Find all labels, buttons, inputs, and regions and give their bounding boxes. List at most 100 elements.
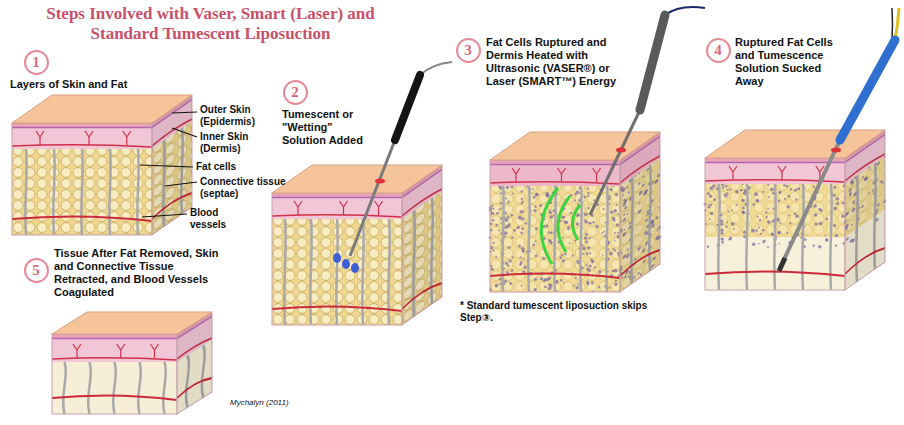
ruptured-fat-dot [584,236,588,240]
ruptured-fat-dot [751,229,755,233]
ruptured-fat-dot [544,278,547,281]
cannula-tip [779,258,785,271]
ruptured-fat-dot [756,199,760,203]
layer-label: Blood vessels [190,207,238,231]
ruptured-fat-dot [786,232,788,234]
ruptured-fat-dot [508,246,511,249]
layer-label: Connective tissue (septae) [200,176,288,200]
ruptured-fat-dot [583,219,585,221]
ruptured-fat-dot [770,188,774,192]
suction-cable [891,8,893,40]
blood-vessel [705,180,845,182]
dermis-layer [12,123,152,149]
ruptured-fat-dot [609,203,611,205]
ruptured-fat-dot [771,233,773,235]
ruptured-fat-dot [594,266,596,268]
heated-dermis [490,165,620,186]
ruptured-fat-dot [742,211,745,214]
ruptured-fat-dot [500,192,502,194]
ruptured-fat-dot [561,254,563,256]
ruptured-fat-dot [814,213,818,217]
ruptured-fat-dot [575,277,577,279]
ruptured-fat-dot [548,283,551,286]
ruptured-fat-dot [836,202,839,205]
ruptured-fat-dot [521,201,524,204]
leader-line [142,214,187,217]
ruptured-fat-dot [736,204,738,206]
blood-vessel [12,145,152,147]
ruptured-fat-dot [586,281,589,284]
fat-cells [272,219,402,325]
ruptured-fat-dot [560,220,562,222]
ruptured-fat-dot [767,220,771,224]
ruptured-fat-dot [616,223,619,226]
layer-label: Inner Skin (Dermis) [200,131,270,155]
septa-line [528,186,529,292]
ruptured-fat-dot [523,258,525,260]
ruptured-fat-dot [498,209,500,211]
ruptured-fat-dot [553,215,555,217]
ruptured-fat-dot [569,242,571,244]
probe-cable [665,7,705,15]
ruptured-fat-dot [777,231,780,234]
ruptured-fat-dot [833,207,837,211]
capillary [117,344,125,358]
ruptured-fat-dot [525,222,527,224]
ruptured-fat-dot [727,222,729,224]
ruptured-fat-dot [601,232,603,234]
ruptured-fat-dot [520,232,523,235]
ruptured-fat-dot [491,268,494,271]
callout-number: 4 [714,43,722,58]
skin-surface [490,132,660,160]
step-circle: 4 [706,38,731,63]
suction-handle [840,40,895,140]
ruptured-fat-dot [591,260,595,264]
ruptured-fat-dot [722,186,725,189]
ruptured-fat-dot [550,232,552,234]
ruptured-fat-dot [814,222,817,225]
ruptured-fat-dot [617,232,619,234]
ruptured-fat-dot [583,196,586,199]
ruptured-fat-dot [563,282,565,284]
face-outline [12,123,152,235]
ruptured-fat-dot [532,188,534,190]
ruptured-fat-dot [520,264,522,266]
ruptured-fat-dot [707,246,709,248]
septa-line [53,149,54,235]
septa-line [113,362,116,414]
ruptured-fat-dot [788,195,791,198]
ruptured-fat-dot [741,189,743,191]
step-heading: Tumescent or "Wetting" Solution Added [282,108,372,147]
skin-boundary [272,197,402,199]
capillary [36,131,44,145]
ruptured-fat-dot [731,222,735,226]
ruptured-fat-dot [742,207,745,210]
capillary [123,131,131,145]
skin-surface [52,312,212,334]
blood-vessel [12,216,152,221]
ruptured-fat-dot [574,199,576,201]
ruptured-fat-dot [598,286,600,288]
ruptured-fat-dot [767,208,769,210]
ruptured-fat-dot [576,260,578,262]
ruptured-fat-dot [570,212,573,215]
ruptured-fat-dot [735,190,739,194]
ruptured-fat-dot [521,190,523,192]
ruptured-fat-dot [491,269,493,271]
tissue-block [272,165,442,325]
dermis-layer [272,193,402,219]
fat-cells [12,149,152,235]
ruptured-fat-dot [731,209,733,211]
ruptured-fat-dot [603,208,605,210]
ruptured-fat-dot [562,237,564,239]
ruptured-fat-dot [783,184,785,186]
ruptured-fat-dot [493,242,495,244]
leader-line [165,182,197,186]
ruptured-fat-dot [495,224,498,227]
ruptured-fat-dot [825,239,828,242]
septa-line [746,184,747,290]
ruptured-fat-dot [768,196,770,198]
septa-line [109,149,110,235]
ruptured-fat-dot [533,196,536,199]
step-heading: Ruptured Fat Cells and Tumescence Soluti… [735,36,847,88]
